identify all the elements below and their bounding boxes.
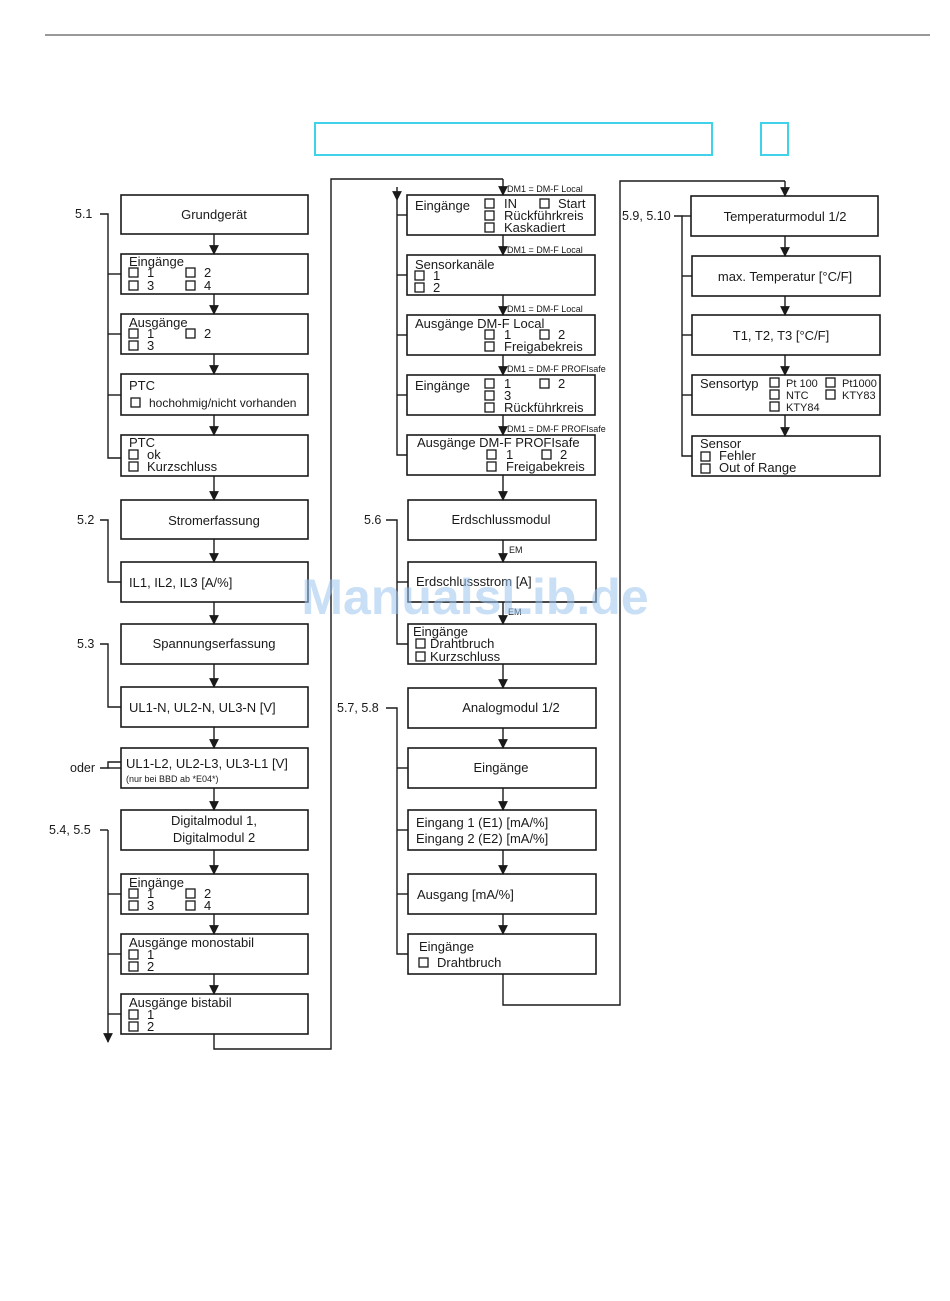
opt: Start — [558, 196, 586, 211]
text-t123: T1, T2, T3 [°C/F] — [733, 328, 829, 343]
text-eing-profi-title: Eingänge — [415, 378, 470, 393]
text-eing-local-title: Eingänge — [415, 198, 470, 213]
text-ausgaenge-title: Ausgänge — [129, 315, 188, 330]
opt: hochohmig/nicht vorhanden — [149, 396, 296, 410]
text-em-eing-title: Eingänge — [413, 624, 468, 639]
opt: Rückführkreis — [504, 400, 584, 415]
text-ptc1-title: PTC — [129, 378, 155, 393]
opt: KTY83 — [842, 390, 876, 402]
opt: Pt1000 — [842, 378, 877, 390]
opt: 2 — [147, 959, 154, 974]
opt: IN — [504, 196, 517, 211]
opt: Rückführkreis — [504, 208, 584, 223]
highlight-frame-small — [760, 122, 789, 156]
cond-2: DM1 = DM-F Local — [507, 245, 583, 255]
opt: 1 — [504, 376, 511, 391]
text-erdschlussstrom: Erdschlussstrom [A] — [416, 574, 532, 589]
text-analogmodul: Analogmodul 1/2 — [462, 700, 560, 715]
em-label-1: EM — [509, 545, 523, 555]
opt: 1 — [433, 268, 440, 283]
text-ptc2-title: PTC — [129, 435, 155, 450]
opt: Fehler — [719, 448, 757, 463]
opt: 1 — [147, 265, 154, 280]
opt: NTC — [786, 390, 809, 402]
text-eingaenge-title: Eingänge — [129, 254, 184, 269]
opt: 2 — [204, 265, 211, 280]
opt: 2 — [558, 327, 565, 342]
label-5-9-5-10: 5.9, 5.10 — [622, 209, 671, 223]
em-label-2: EM — [508, 607, 522, 617]
text-stromerfassung: Stromerfassung — [168, 513, 260, 528]
text-am-eingang-2: Eingang 2 (E2) [mA/%] — [416, 831, 548, 846]
opt: Pt 100 — [786, 378, 818, 390]
text-grundgeraet: Grundgerät — [181, 207, 247, 222]
label-5-6: 5.6 — [364, 513, 381, 527]
opt: 3 — [147, 338, 154, 353]
text-ausg-profi-title: Ausgänge DM-F PROFIsafe — [417, 435, 580, 450]
opt: 2 — [204, 886, 211, 901]
opt: Freigabekreis — [504, 339, 583, 354]
label-oder: oder — [70, 761, 95, 775]
text-digitalmodul-1: Digitalmodul 1, — [171, 813, 257, 828]
label-5-1: 5.1 — [75, 207, 92, 221]
opt: Out of Range — [719, 460, 796, 475]
text-maxtemp: max. Temperatur [°C/F] — [718, 269, 852, 284]
opt: 2 — [433, 280, 440, 295]
opt: 3 — [147, 898, 154, 913]
text-digitalmodul-2: Digitalmodul 2 — [173, 830, 255, 845]
label-5-3: 5.3 — [77, 637, 94, 651]
label-5-2: 5.2 — [77, 513, 94, 527]
opt: 3 — [147, 278, 154, 293]
opt: 2 — [560, 447, 567, 462]
opt: 3 — [504, 388, 511, 403]
text-sensorkanaele-title: Sensorkanäle — [415, 257, 495, 272]
opt: 1 — [147, 1007, 154, 1022]
opt: Kurzschluss — [430, 649, 501, 664]
text-dm-bi-title: Ausgänge bistabil — [129, 995, 232, 1010]
label-5-4-5-5: 5.4, 5.5 — [49, 823, 91, 837]
text-dm-mono-title: Ausgänge monostabil — [129, 935, 254, 950]
opt: Kaskadiert — [504, 220, 566, 235]
text-temperaturmodul: Temperaturmodul 1/2 — [724, 209, 847, 224]
opt: ok — [147, 447, 161, 462]
text-sensor-title: Sensor — [700, 436, 742, 451]
text-am-ausgang: Ausgang [mA/%] — [417, 887, 514, 902]
text-dm-eingaenge-title: Eingänge — [129, 875, 184, 890]
opt: 4 — [204, 278, 211, 293]
text-spannungserfassung: Spannungserfassung — [153, 636, 276, 651]
opt: 2 — [204, 326, 211, 341]
opt: Kurzschluss — [147, 459, 218, 474]
cond-1: DM1 = DM-F Local — [507, 184, 583, 194]
text-uln: UL1-N, UL2-N, UL3-N [V] — [129, 700, 276, 715]
opt: 4 — [204, 898, 211, 913]
opt: Drahtbruch — [437, 955, 501, 970]
text-ull-note: (nur bei BBD ab *E04*) — [126, 774, 219, 784]
opt: Freigabekreis — [506, 459, 585, 474]
watermark: ManualsLib.de — [301, 569, 648, 625]
text-erdschlussmodul: Erdschlussmodul — [452, 512, 551, 527]
opt: 1 — [147, 886, 154, 901]
opt: Drahtbruch — [430, 636, 494, 651]
opt: 1 — [506, 447, 513, 462]
text-am-eing2-title: Eingänge — [419, 939, 474, 954]
cond-3: DM1 = DM-F Local — [507, 304, 583, 314]
text-sensortyp-title: Sensortyp — [700, 376, 759, 391]
text-ull: UL1-L2, UL2-L3, UL3-L1 [V] — [126, 756, 288, 771]
opt: 2 — [147, 1019, 154, 1034]
text-am-eingaenge: Eingänge — [474, 760, 529, 775]
opt: 2 — [558, 376, 565, 391]
text-am-eingang-1: Eingang 1 (E1) [mA/%] — [416, 815, 548, 830]
text-il: IL1, IL2, IL3 [A/%] — [129, 575, 232, 590]
opt: 1 — [147, 326, 154, 341]
cond-5: DM1 = DM-F PROFIsafe — [507, 424, 606, 434]
opt: KTY84 — [786, 402, 820, 414]
label-5-7-5-8: 5.7, 5.8 — [337, 701, 379, 715]
highlight-frame-wide — [314, 122, 713, 156]
cond-4: DM1 = DM-F PROFIsafe — [507, 364, 606, 374]
text-ausg-local-title: Ausgänge DM-F Local — [415, 316, 544, 331]
opt: 1 — [504, 327, 511, 342]
opt: 1 — [147, 947, 154, 962]
